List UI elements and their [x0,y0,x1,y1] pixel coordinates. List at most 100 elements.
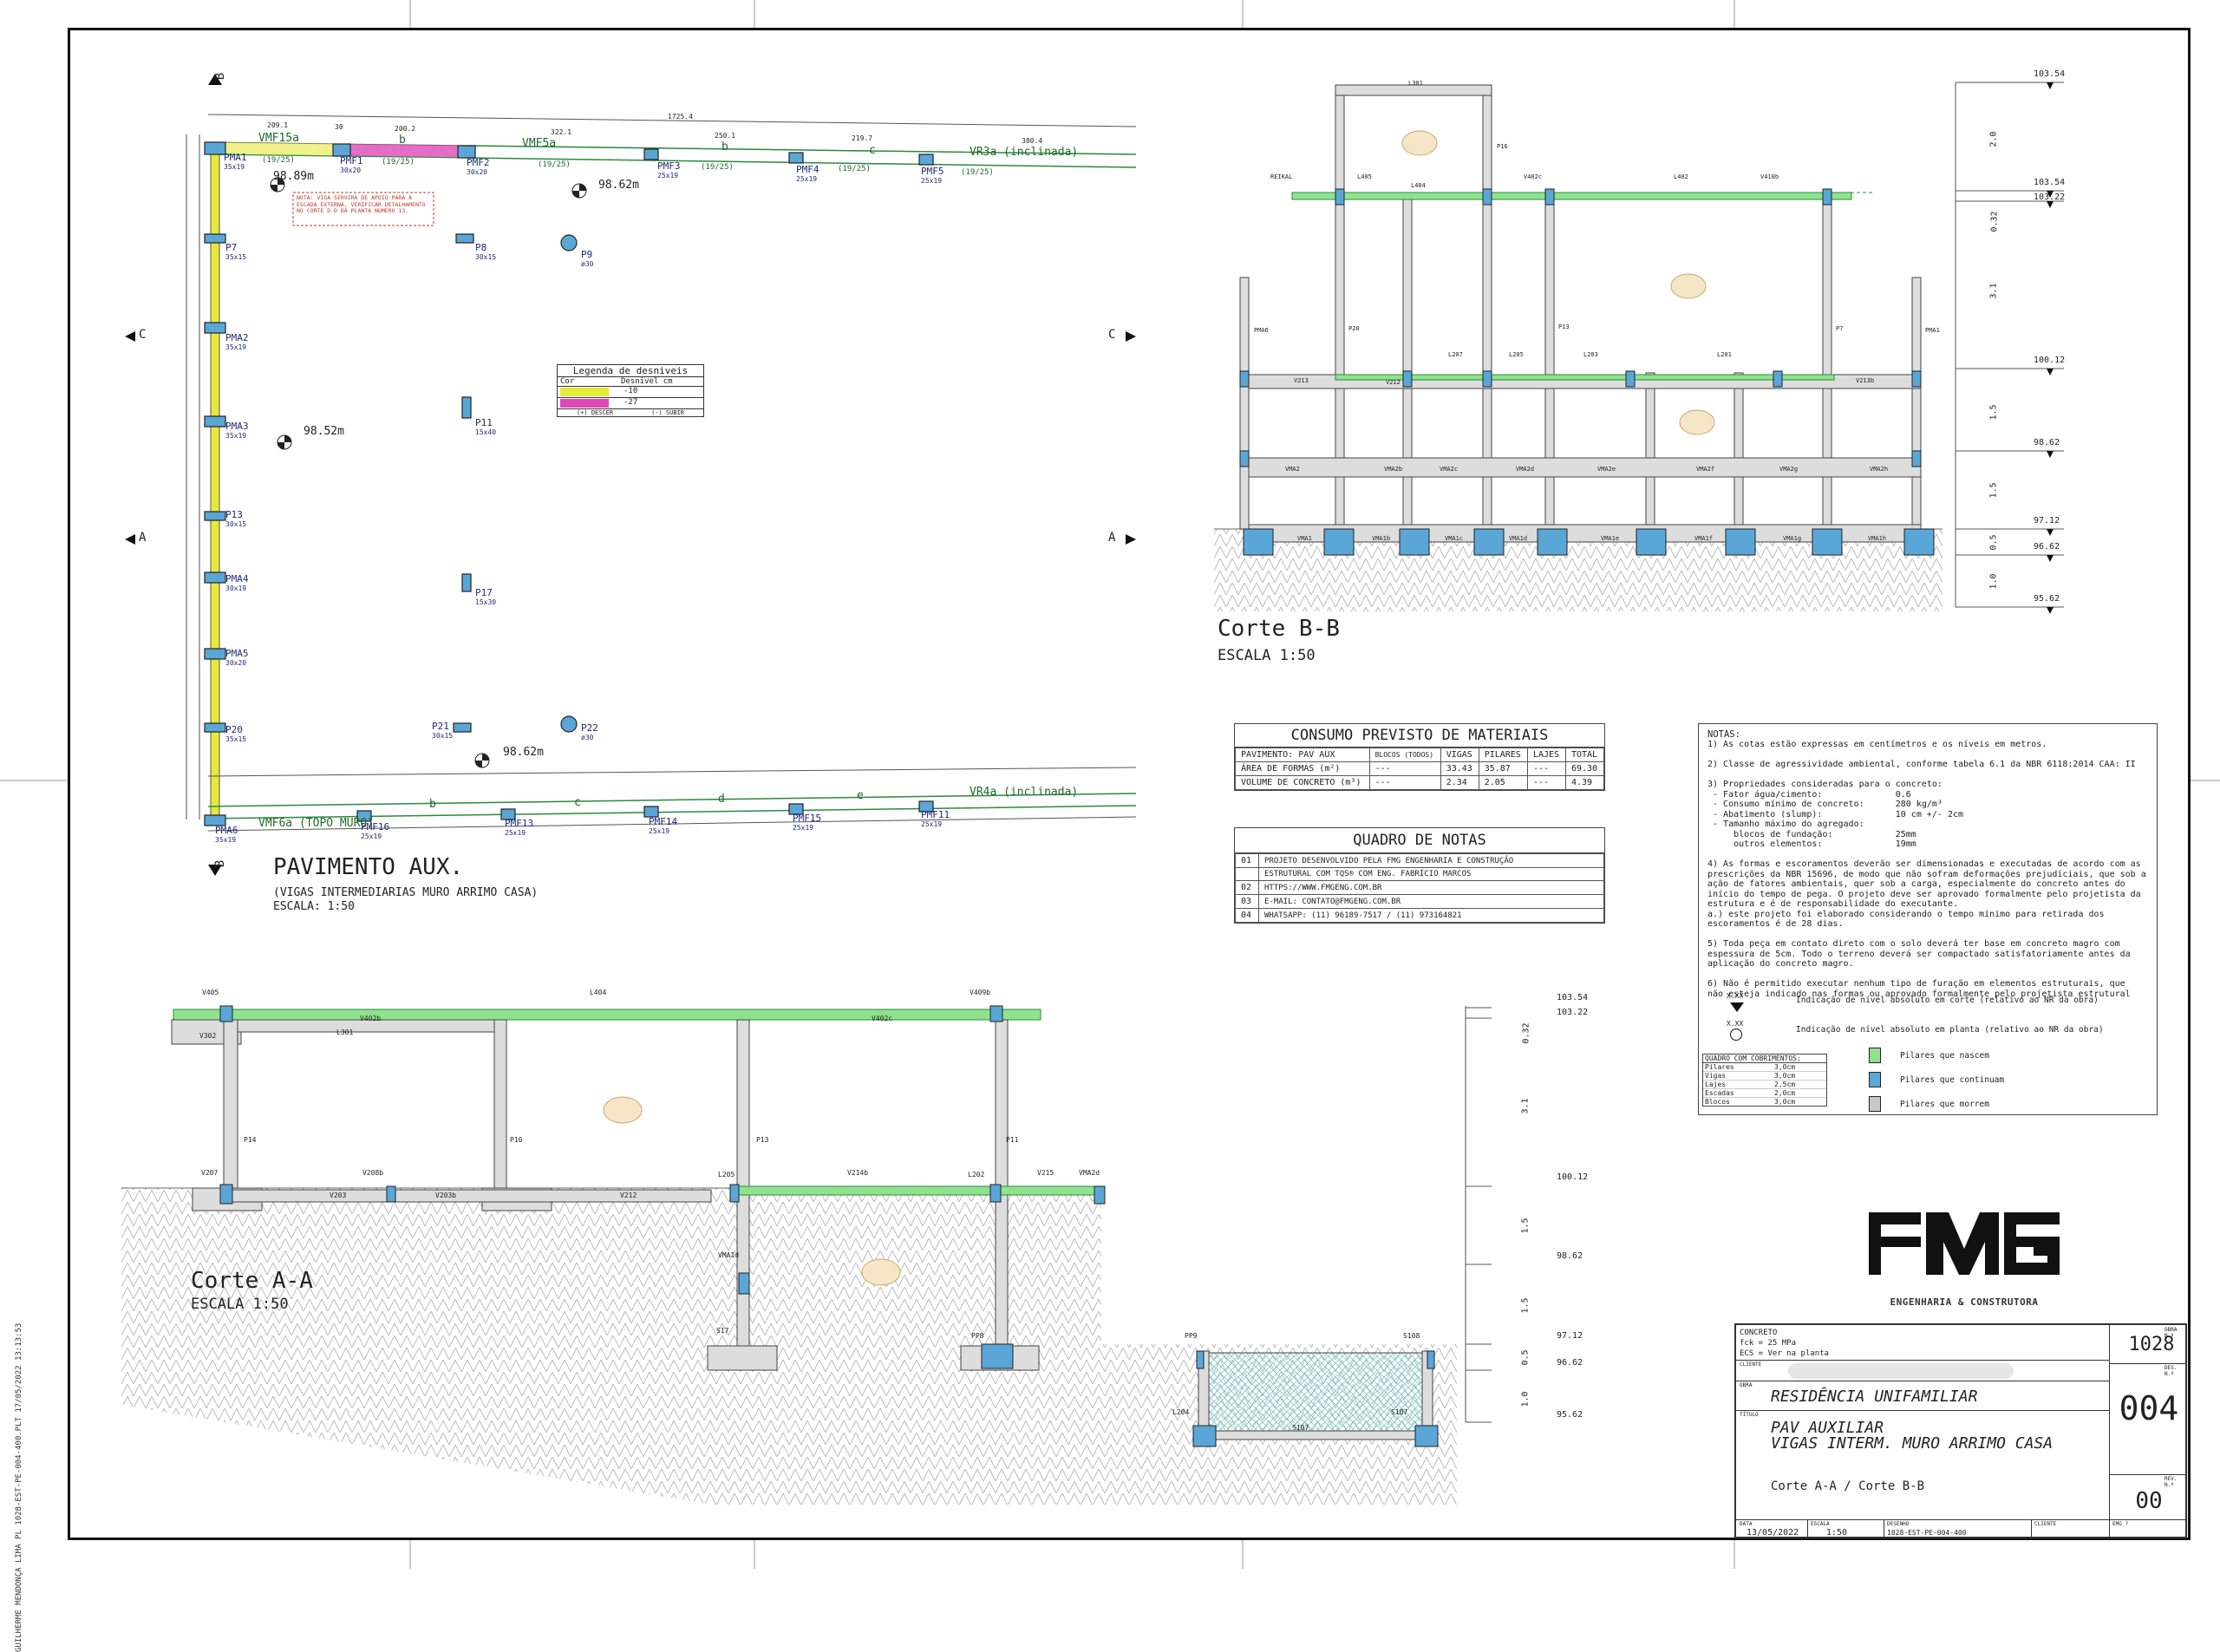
corte-bb-scale: ESCALA 1:50 [1218,647,1316,664]
level-label: 98.52m [304,425,344,438]
plot-stamp: GUILHERME MENDONÇA LIMA PL 1028-EST-PE-0… [15,1322,23,1652]
top-dim: 209.1 [267,121,289,129]
cbb-label: VMA2c [1440,466,1459,473]
caa-label: L204 [1172,1408,1190,1416]
drawing-number: 004 [2119,1389,2179,1427]
cbb-label: PMA6 [1254,327,1269,334]
corte-bb-drawing [1214,82,2064,614]
caa-label: V203b [435,1192,457,1199]
cbb-label: L207 [1448,351,1463,358]
cbb-label: VMA1d [1509,535,1528,542]
legend-swatch [560,388,609,396]
cbb-label: P13 [1558,323,1570,330]
cbb-level: 97.12 [2034,516,2060,526]
cbb-label: VMA1b [1372,535,1391,542]
caa-label: P11 [1006,1136,1019,1144]
sheet-grid [0,0,2220,1569]
plan-note: NOTA: VIGA SERVIRÁ DE APOIO PARA A ESCAD… [297,194,426,214]
beam-label: VMF6a (TOPO MURO) [258,817,375,830]
top-dim: 380.4 [1022,137,1043,145]
cbb-label: VMA2g [1779,466,1799,473]
corte-aa-drawing [121,1005,1492,1505]
caa-label: V214b [847,1169,869,1177]
cbb-label: L405 [1357,173,1372,180]
cbb-label: VMA2e [1597,466,1616,473]
cbb-dim: 1.0 [1988,573,1999,590]
legend-item: Pilares que continuam [1869,1068,2004,1092]
beam-label: VR4a (inclinada) [970,786,1079,799]
caa-label: L404 [590,989,607,996]
cbb-label: L203 [1583,351,1598,358]
caa-label: V405 [202,989,219,996]
top-dim: 250.1 [715,132,736,140]
cbb-label: VMA1h [1868,535,1887,542]
corte-aa-title: Corte A-A [191,1268,313,1294]
cbb-label: V410b [1760,173,1779,180]
beam-label: c [574,796,581,809]
section-mark-b-bottom: B [213,859,228,868]
beam-label: b [429,798,436,811]
beam-label: VMF5a [522,137,557,150]
drawing-frame [68,28,2191,1540]
consumo-table: CONSUMO PREVISTO DE MATERIAIS PAVIMENTO:… [1234,723,1605,791]
caa-dim: 1.0 [1520,1391,1531,1407]
corte-aa-scale: ESCALA 1:50 [191,1296,289,1313]
caa-label: V207 [201,1169,219,1177]
cliente-redacted [1788,1363,2014,1379]
cbb-level: 98.62 [2034,438,2060,447]
cbb-label: V213 [1294,377,1309,384]
table-row: ESTRUTURAL COM TQS® COM ENG. FABRÍCIO MA… [1235,867,1604,881]
notas-title: NOTAS: [1707,729,1740,740]
notas-body: 1) As cotas estão expressas em centímetr… [1707,740,2146,999]
beam-label: VR3a (inclinada) [970,146,1079,159]
cbb-label: VMA1f [1694,535,1714,542]
plan-drawing [125,74,1137,876]
caa-label: P13 [756,1136,769,1144]
caa-level: 97.12 [1557,1331,1583,1341]
cbb-dim: 0.32 [1989,211,2000,232]
beam-dim: (19/25) [382,158,415,167]
pillar-born-icon [1869,1048,1881,1063]
cbb-label: L301 [1408,80,1423,87]
beam-dim: (19/25) [262,156,295,165]
top-dim: 200.2 [395,125,416,133]
beam-dim: (19/25) [838,165,871,173]
caa-level: 95.62 [1557,1410,1583,1420]
caa-label: S107 [1391,1408,1408,1416]
caa-label: S108 [1403,1332,1420,1340]
plan-scale: ESCALA: 1:50 [273,900,355,913]
corte-bb-title: Corte B-B [1218,616,1340,642]
section-mark-c-left: C [139,328,147,342]
level-cut-icon [1730,1002,1744,1012]
caa-label: PP8 [971,1332,984,1340]
consumo-title: CONSUMO PREVISTO DE MATERIAIS [1235,724,1604,748]
cbb-label: VMA2d [1516,466,1535,473]
cbb-dim: 1.5 [1988,482,1999,499]
cbb-dim: 2.0 [1988,131,1999,147]
top-dim: 30 [335,123,343,131]
cbb-level: 96.62 [2034,542,2060,552]
beam-dim: (19/25) [701,163,734,172]
plan-title: PAVIMENTO AUX. [273,854,464,880]
pillar-continue-icon [1869,1072,1881,1087]
section-mark-b-top: B [213,72,228,81]
cbb-label: L205 [1509,351,1524,358]
section-mark-a-right: A [1108,531,1116,545]
pillar-end-icon [1869,1096,1881,1112]
